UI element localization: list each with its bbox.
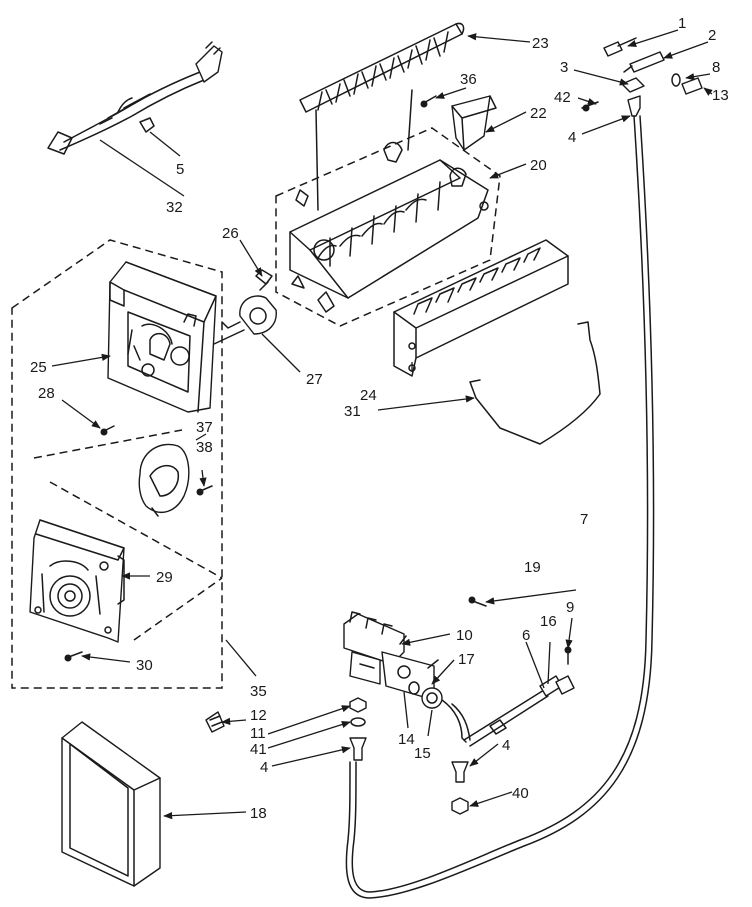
part-8-washer: [671, 73, 681, 87]
callout-15: 15: [414, 745, 431, 762]
callout-14: 14: [398, 731, 415, 748]
part-38-screw: [196, 485, 213, 496]
part-24-ice-tray: [393, 239, 569, 377]
callout-25: 25: [30, 359, 47, 376]
part-25-control-housing: [107, 261, 245, 413]
callout-18: 18: [250, 805, 267, 822]
callout-26: 26: [222, 225, 239, 242]
callout-23: 23: [532, 35, 549, 52]
callout-38: 38: [196, 439, 213, 456]
part-16-nut: [555, 675, 575, 695]
part-15-fitting: [421, 687, 471, 743]
assembly-35-outline: [11, 239, 223, 689]
callout-17: 17: [458, 651, 475, 668]
callout-5: 5: [176, 161, 184, 178]
part-37-gear-cover: [138, 443, 190, 517]
part-14-washer: [408, 681, 420, 695]
callout-35: 35: [250, 683, 267, 700]
part-4-insert-c: [627, 95, 641, 117]
part-4-insert-b: [451, 761, 469, 783]
callout-4-top: 4: [568, 129, 576, 146]
part-27-motor: [221, 295, 277, 335]
part-29-control-plate: [29, 519, 125, 643]
callout-4-left: 4: [260, 759, 268, 776]
part-6-inlet-tube: [463, 675, 563, 747]
callout-6: 6: [522, 627, 530, 644]
part-22-cover: [451, 95, 497, 151]
callout-12: 12: [250, 707, 267, 724]
callout-36: 36: [460, 71, 477, 88]
part-23-ejector: [299, 22, 465, 113]
part-28-screw: [100, 425, 115, 436]
callout-2: 2: [708, 27, 716, 44]
callout-19: 19: [524, 559, 541, 576]
callout-22: 22: [530, 105, 547, 122]
callout-42: 42: [554, 89, 571, 106]
callout-10: 10: [456, 627, 473, 644]
part-12-wire-connector: [205, 711, 225, 733]
part-10-water-valve: [343, 611, 439, 701]
part-26-clip: [255, 269, 273, 291]
callout-31: 31: [344, 403, 361, 420]
callout-37: 37: [196, 419, 213, 436]
callout-40: 40: [512, 785, 529, 802]
callout-8: 8: [712, 59, 720, 76]
callout-1: 1: [678, 15, 686, 32]
callout-9: 9: [566, 599, 574, 616]
part-31-shutoff-arm: [469, 321, 601, 445]
part-4-insert-a: [349, 737, 367, 761]
part-9-screw: [564, 646, 572, 665]
callout-20: 20: [530, 157, 547, 174]
callout-30: 30: [136, 657, 153, 674]
part-2-fitting: [623, 51, 665, 73]
part-40-nut: [451, 797, 469, 815]
part-32-wire-harness: [47, 41, 223, 155]
part-11-nut: [349, 697, 367, 713]
callout-28: 28: [38, 385, 55, 402]
callout-labels: 1 2 3 8 13 4 23 36 42 22 20 5 32 26 27 2…: [30, 15, 729, 822]
callout-11: 11: [250, 725, 266, 742]
part-41-washer: [350, 717, 366, 727]
callout-7: 7: [580, 511, 588, 528]
callout-32: 32: [166, 199, 183, 216]
part-1-fitting: [603, 37, 637, 57]
leader-lines: [51, 29, 713, 820]
callout-24: 24: [360, 387, 377, 404]
callout-41: 41: [250, 741, 267, 758]
callout-4-right: 4: [502, 737, 510, 754]
part-18-panel: [61, 721, 161, 887]
part-20-ice-mold: [275, 89, 501, 327]
part-30-screw: [64, 651, 83, 662]
part-13-fitting: [681, 77, 703, 95]
part-3-fitting: [621, 77, 645, 93]
callout-27: 27: [306, 371, 323, 388]
callout-13: 13: [712, 87, 729, 104]
callout-16: 16: [540, 613, 557, 630]
callout-3: 3: [560, 59, 568, 76]
part-36-screw: [420, 95, 437, 108]
callout-29: 29: [156, 569, 173, 586]
part-7-water-tube: [345, 115, 655, 899]
part-19-screw: [468, 596, 487, 607]
